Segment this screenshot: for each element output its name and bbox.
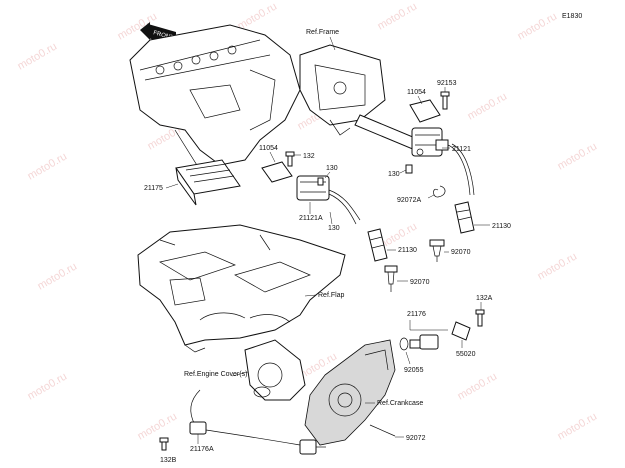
label-21175: 21175	[144, 185, 163, 192]
label-132A: 132A	[476, 295, 493, 302]
watermark: moto0.ru	[466, 90, 510, 122]
label-132: 132	[303, 153, 315, 160]
bracket-icon	[409, 99, 441, 123]
front-label: FRONT	[152, 30, 174, 41]
flap-part	[137, 224, 346, 353]
ref-flap-label: Ref.Flap	[318, 292, 345, 299]
watermark: moto0.ru	[26, 370, 70, 402]
cable-tie-icon	[369, 424, 396, 437]
ref-crankcase-label: Ref.Crankcase	[377, 400, 423, 407]
label-130-lower: 130	[328, 225, 340, 232]
screw-left	[317, 177, 324, 186]
label-92055: 92055	[404, 367, 424, 374]
frame-part	[129, 24, 301, 186]
label-11054-left: 11054	[259, 145, 278, 152]
label-92153: 92153	[437, 80, 457, 87]
watermark: moto0.ru	[556, 140, 600, 172]
watermark: moto0.ru	[536, 250, 580, 282]
plug-cap-left	[367, 228, 388, 262]
clamp-icon	[433, 185, 446, 198]
diagram-code: E1830	[562, 13, 582, 20]
screw-icon	[405, 164, 413, 174]
label-55020: 55020	[456, 351, 476, 358]
sensor-21176	[399, 334, 439, 351]
watermark: moto0.ru	[516, 10, 560, 42]
frame-bracket	[299, 44, 421, 151]
label-92070-right: 92070	[451, 249, 471, 256]
crankcase-part	[304, 339, 396, 446]
label-21130-right: 21130	[492, 223, 511, 230]
spark-plug-right	[429, 239, 445, 262]
label-21130-left: 21130	[398, 247, 417, 254]
label-132B: 132B	[160, 457, 177, 464]
label-21121A: 21121A	[299, 215, 323, 222]
bolt-left	[285, 151, 295, 167]
sensor-21176A	[189, 389, 326, 455]
ecu-unit	[175, 159, 241, 206]
label-130-upper: 130	[326, 165, 338, 172]
label-21176: 21176	[407, 311, 426, 318]
bracket-left	[261, 161, 293, 183]
ref-engine-cover-label: Ref.Engine Cover(s)	[184, 371, 247, 378]
watermark: moto0.ru	[456, 370, 500, 402]
clip-55020	[451, 321, 471, 341]
watermark: moto0.ru	[236, 0, 280, 32]
label-92070-left: 92070	[410, 279, 430, 286]
label-92072: 92072	[406, 435, 426, 442]
bolt-132B	[159, 437, 169, 451]
watermark: moto0.ru	[136, 410, 180, 442]
ignition-coil-right	[411, 127, 475, 196]
watermark: moto0.ru	[36, 260, 80, 292]
ref-frame-label: Ref.Frame	[306, 29, 339, 36]
label-21121: 21121	[452, 146, 471, 153]
watermark: moto0.ru	[16, 40, 60, 72]
watermark: moto0.ru	[556, 410, 600, 442]
spark-plug-left	[384, 265, 398, 292]
bolt-icon	[440, 91, 450, 110]
label-130-right: 130	[388, 171, 400, 178]
watermark: moto0.ru	[26, 150, 70, 182]
bolt-132A	[475, 309, 485, 327]
plug-cap-right	[454, 201, 475, 234]
watermark: moto0.ru	[376, 0, 420, 32]
label-11054-right: 11054	[407, 89, 426, 96]
label-92072A: 92072A	[397, 197, 421, 204]
label-21176A: 21176A	[190, 446, 214, 453]
engine-cover-part	[244, 339, 306, 401]
